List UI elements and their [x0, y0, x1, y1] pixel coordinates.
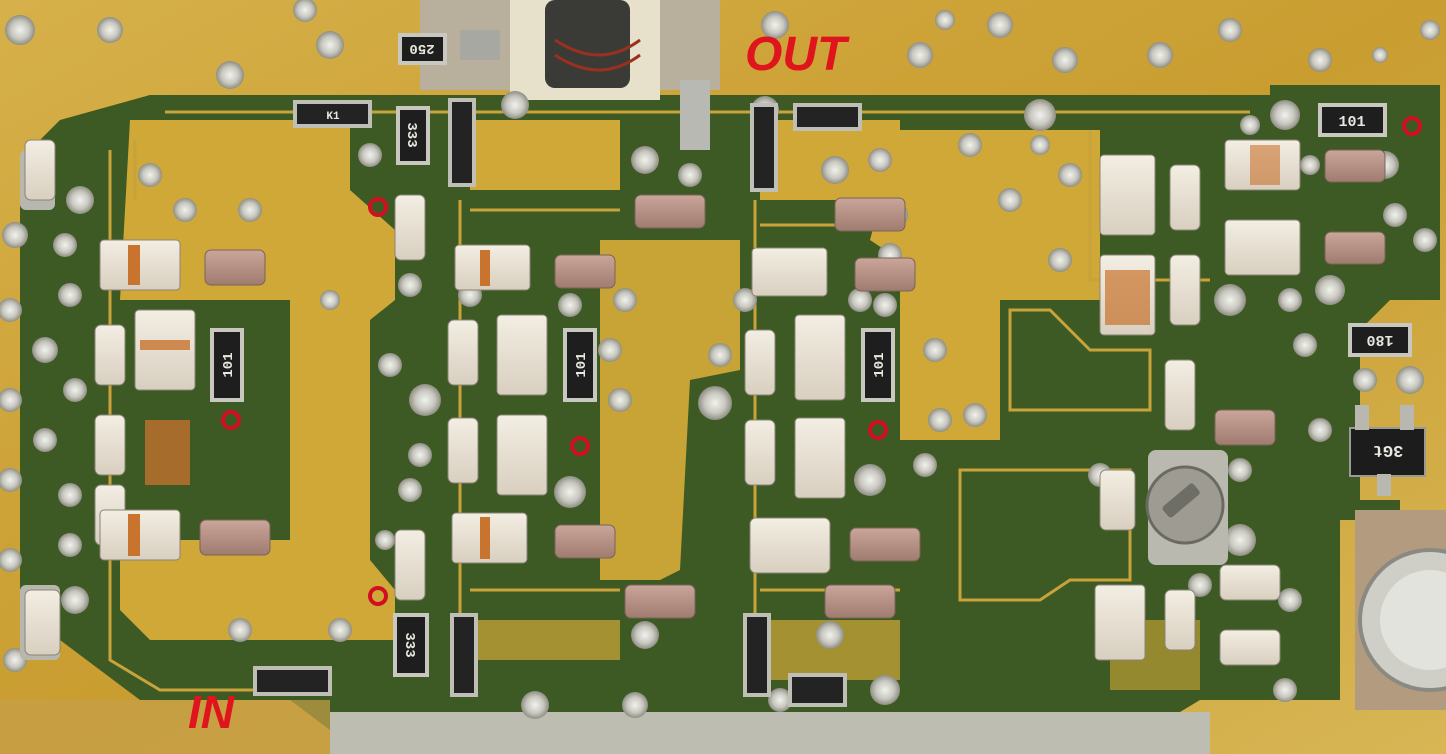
- red-marker: [368, 197, 388, 217]
- resistor-250: [398, 33, 447, 65]
- red-marker: [1402, 116, 1422, 136]
- marking-101-right: 101: [872, 352, 888, 377]
- marking-333-top: 333: [403, 122, 419, 147]
- trimmer-potentiometer: [1145, 450, 1228, 565]
- red-markers: [221, 116, 1422, 606]
- output-transformer: [420, 0, 720, 150]
- resistor-101-left: [210, 328, 244, 402]
- marking-101-left: 101: [221, 352, 237, 377]
- red-marker: [368, 586, 388, 606]
- marking-diode-k1: K1: [326, 111, 340, 123]
- label-out: OUT: [745, 28, 850, 81]
- bottom-left-edge: [0, 700, 330, 754]
- resistor-101-right: [861, 328, 895, 402]
- marking-250: 250: [409, 40, 434, 56]
- red-marker: [570, 436, 590, 456]
- red-marker: [221, 410, 241, 430]
- transistor-3gt: [1349, 405, 1426, 496]
- electrolytic-capacitor: [1355, 510, 1446, 710]
- resistor-333-bottom: [393, 613, 429, 677]
- red-marker: [868, 420, 888, 440]
- label-in: IN: [188, 686, 235, 738]
- marking-101-top: 101: [1338, 114, 1365, 131]
- resistor-180: [1348, 323, 1412, 357]
- solder-edge-strip: [330, 712, 1210, 754]
- marking-3gt: 3Gt: [1373, 440, 1404, 459]
- resistor-333-top: [396, 106, 430, 165]
- resistor-101-mid: [563, 328, 597, 402]
- marking-180: 180: [1366, 331, 1393, 348]
- diodes: [253, 98, 862, 707]
- marking-333-bottom: 333: [401, 632, 417, 657]
- resistors: [210, 33, 1412, 677]
- gold-islands: [120, 120, 1200, 690]
- resistor-101-top: [1318, 103, 1387, 137]
- marking-101-mid: 101: [574, 352, 590, 377]
- smd-capacitors: [24, 139, 1386, 666]
